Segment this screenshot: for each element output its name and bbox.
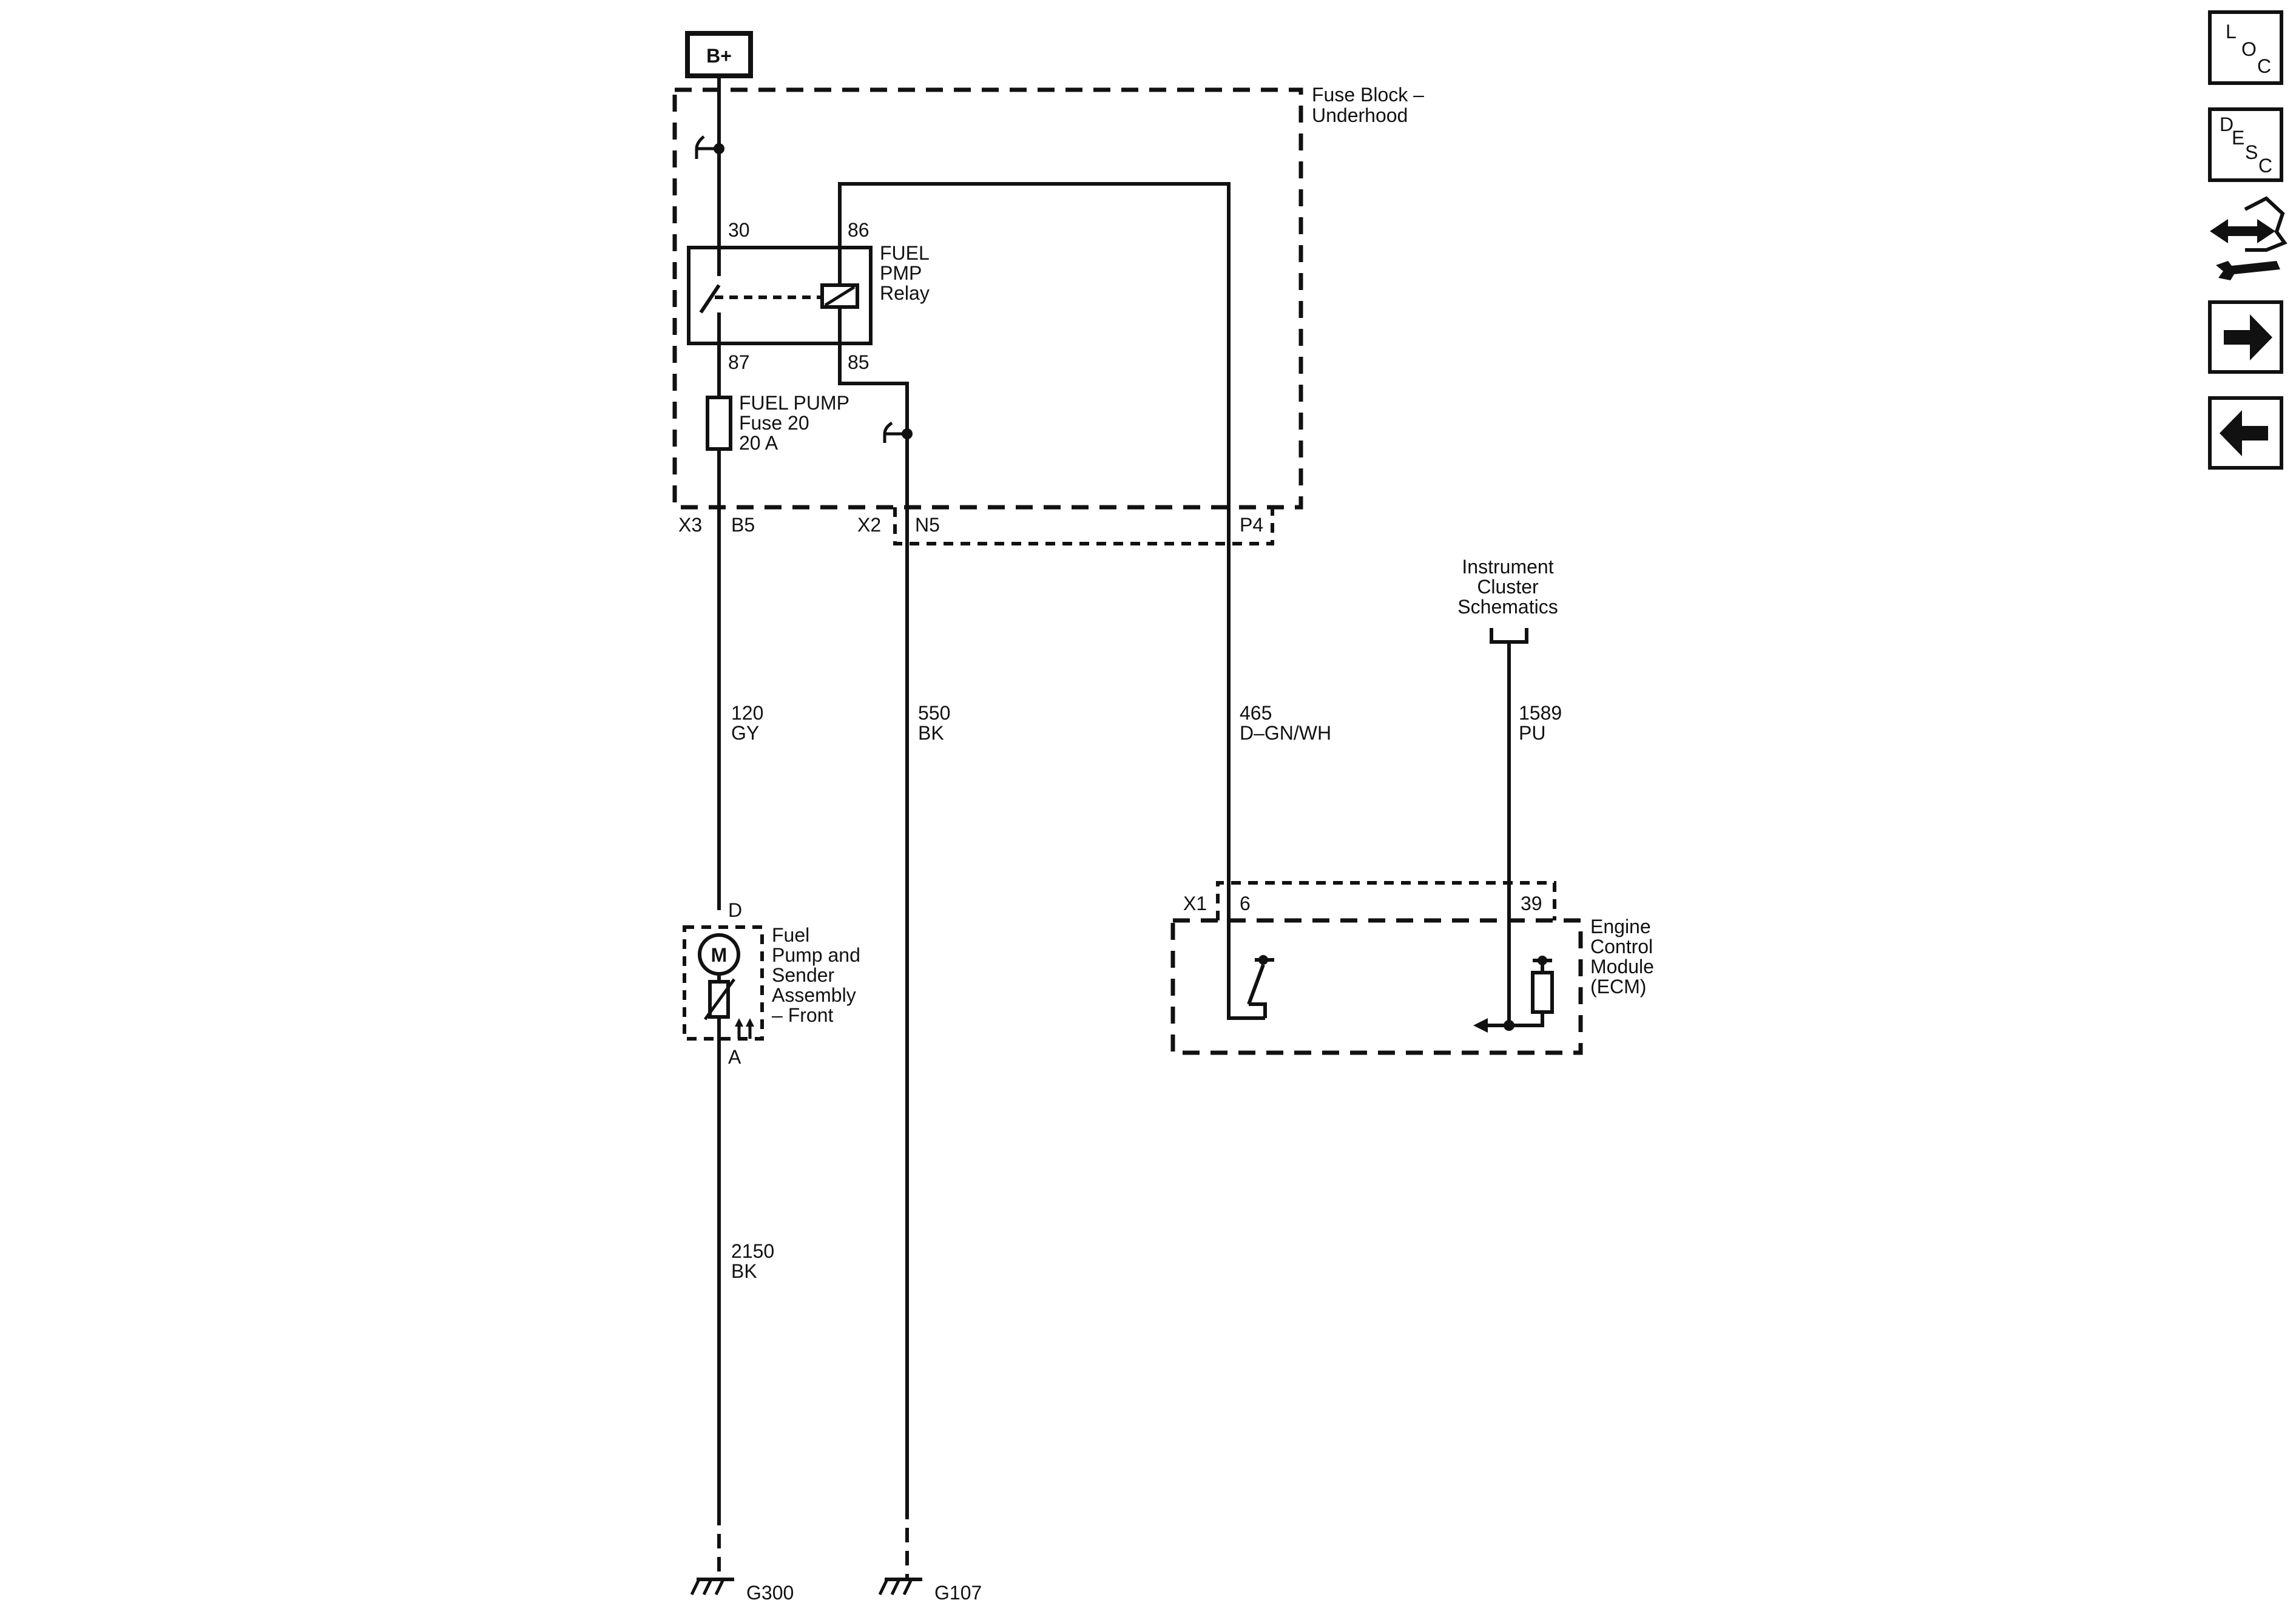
relay-ground-wire [838,343,909,1505]
relay-pin-87: 87 [728,351,750,373]
location-button[interactable]: L O C [2208,10,2283,85]
battery-power-source: B+ [685,31,753,78]
ecm-low-side-driver-icon [1247,955,1274,1018]
fuel-pump-label-line3: Sender [772,964,835,986]
connector-x1: X1 [1183,893,1207,914]
fuse-block-title: Fuse Block – [1312,84,1424,106]
ground-g300-label: G300 [746,1582,794,1604]
instrument-cluster-line1: Instrument [1462,556,1553,578]
fuel-pump-outline [683,925,764,1041]
fuel-pump-motor-icon: M [698,933,740,976]
connector-b5: B5 [731,514,755,536]
svg-text:E: E [2232,127,2244,149]
previous-page-button[interactable] [2208,396,2283,470]
relay-control-wire [838,182,1265,1020]
fuel-pump-label-line4: Assembly [772,984,856,1006]
ecm-label-line4: (ECM) [1590,976,1646,998]
ecm-outline [1170,918,1583,1055]
fuse-block-outline [672,87,1303,510]
fuse-label-line1: FUEL PUMP [739,392,849,414]
svg-text:S: S [2245,141,2258,163]
instrument-cluster-line3: Schematics [1457,596,1558,618]
connector-x2-bracket [893,507,1274,545]
wire-2150-circuit: 2150 [731,1240,774,1262]
ecm-label-line3: Module [1590,956,1654,977]
ground-g300-icon [690,1578,734,1596]
fuel-pump-fuse [706,343,732,910]
fuel-sender-icon [703,978,754,1039]
ground-g107-icon [878,1578,922,1596]
battery-label: B+ [706,45,732,67]
connector-outline-icon [2244,196,2288,252]
fuel-pump-label-line2: Pump and [772,944,860,966]
wire-465-color: D–GN/WH [1240,722,1331,744]
relay-name-line2: PMP [880,262,922,284]
wire-550-color: BK [918,722,944,744]
double-arrow-icon [2210,219,2275,243]
relay-name-line3: Relay [880,282,930,304]
fuel-pump-pin-d: D [728,899,742,921]
ecm-label-line1: Engine [1590,916,1651,937]
instrument-cluster-bracket [1490,628,1528,644]
splice-85-icon [883,421,913,443]
wire-120-color: GY [731,722,759,744]
ecm-pull-up-resistor-icon [1473,956,1554,1033]
connector-x2: X2 [857,514,881,536]
ecm-pin-39: 39 [1521,893,1542,914]
instrument-cluster-line2: Cluster [1477,576,1539,598]
connector-n5: N5 [915,514,940,536]
ground-g107-label: G107 [934,1582,982,1604]
wire-465-circuit: 465 [1240,702,1272,724]
fuel-pump-relay [687,246,873,345]
ecm-connector-x1-bracket [1216,881,1556,920]
wire-1589-circuit: 1589 [1519,702,1562,724]
connector-p4: P4 [1240,514,1263,536]
svg-text:C: C [2257,55,2271,77]
arrow-left-icon [2220,410,2268,456]
relay-pin-86: 86 [848,219,869,241]
svg-text:C: C [2258,155,2272,177]
fuse-label-line3: 20 A [739,432,778,454]
fuel-pump-label-line5: – Front [772,1004,833,1026]
next-page-button[interactable] [2208,300,2283,374]
bus-bar-icon [695,135,724,159]
ecm-pin-6: 6 [1240,893,1251,914]
fuel-pump-pin-a: A [728,1046,741,1068]
svg-text:D: D [2220,113,2234,135]
wire-120-circuit: 120 [731,702,763,724]
relay-pin-85: 85 [848,351,869,373]
svg-text:O: O [2241,38,2257,60]
wire-1589-color: PU [1519,722,1545,744]
fuse-label-line2: Fuse 20 [739,412,809,434]
svg-text:M: M [711,944,728,966]
description-button[interactable]: D E S C [2208,107,2283,182]
fuse-block-subtitle: Underhood [1312,104,1408,126]
wrench-icon [2216,261,2280,280]
fuel-pump-label-line1: Fuel [772,924,809,946]
arrow-right-icon [2224,314,2272,360]
relay-name-line1: FUEL [880,242,930,264]
wire-2150-color: BK [731,1260,757,1282]
connector-tools-button[interactable] [2210,196,2288,280]
connector-x3: X3 [678,514,702,536]
svg-text:L: L [2226,21,2237,42]
ecm-label-line2: Control [1590,936,1653,957]
wire-550-circuit: 550 [918,702,950,724]
relay-pin-30: 30 [728,219,750,241]
